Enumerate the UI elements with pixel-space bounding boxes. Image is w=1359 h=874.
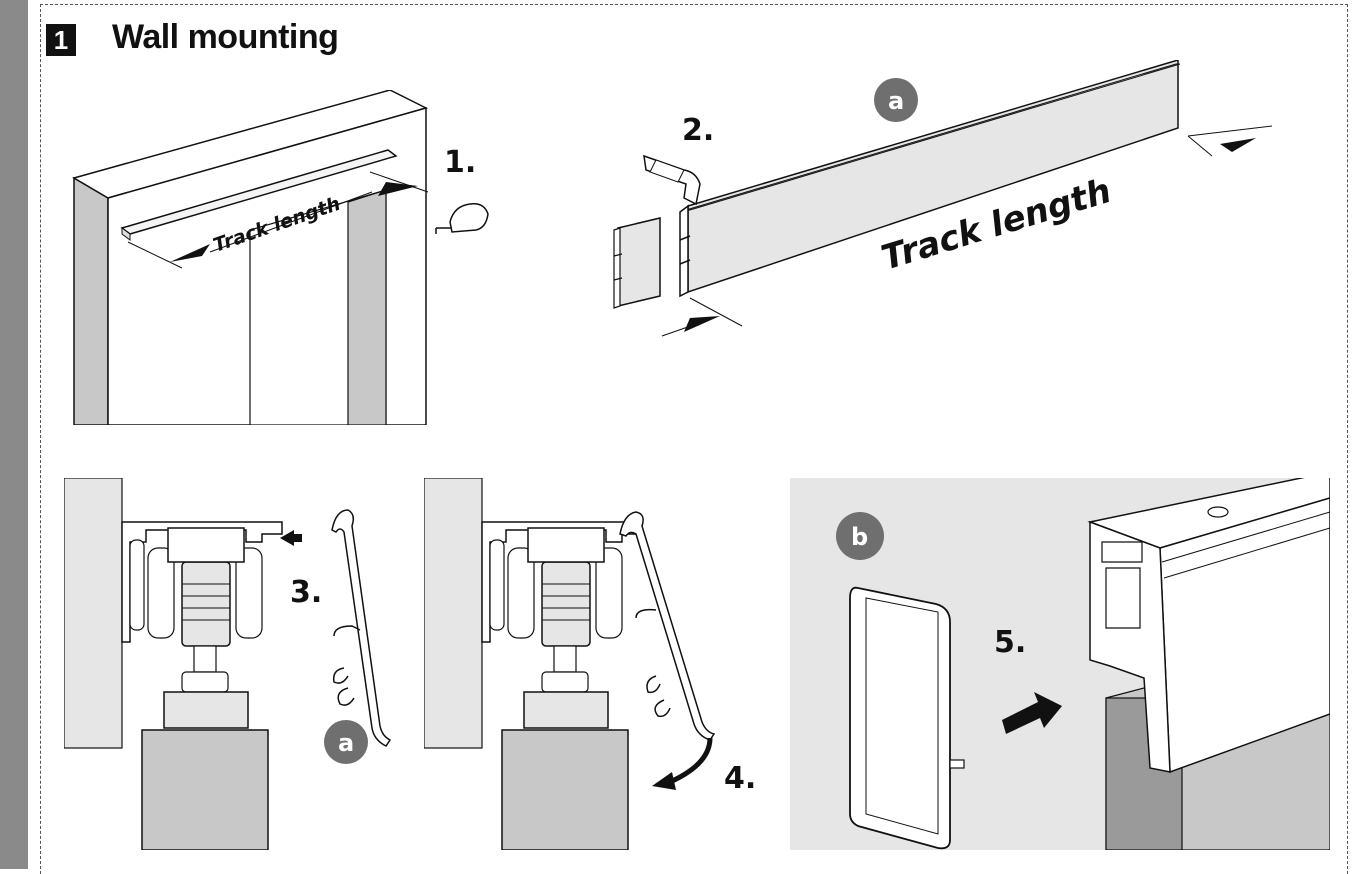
step-label: 5.: [994, 625, 1026, 660]
frame-border: [40, 4, 1348, 874]
panel-measure: Track length 1.: [72, 90, 489, 425]
panel-cut: a 2. Track length: [613, 60, 1273, 337]
panel-end-cap: b 5.: [790, 478, 1330, 850]
callout-label: a: [338, 729, 354, 757]
callout-label: b: [851, 523, 868, 551]
section-number: 1: [46, 24, 76, 56]
panel-clip-on: 3. a: [64, 478, 392, 850]
callout-a-badge: [874, 78, 918, 122]
callout-b-badge: [836, 512, 884, 560]
callout-label: a: [888, 87, 904, 115]
section-title: Wall mounting: [112, 18, 339, 56]
step-label: 4.: [724, 761, 756, 796]
panel-rotate: 4.: [424, 478, 756, 850]
step-label: 1.: [444, 145, 476, 180]
callout-a-badge: [324, 720, 368, 764]
step-label: 2.: [682, 113, 714, 148]
step-label: 3.: [290, 575, 322, 610]
side-bar: [0, 0, 28, 869]
